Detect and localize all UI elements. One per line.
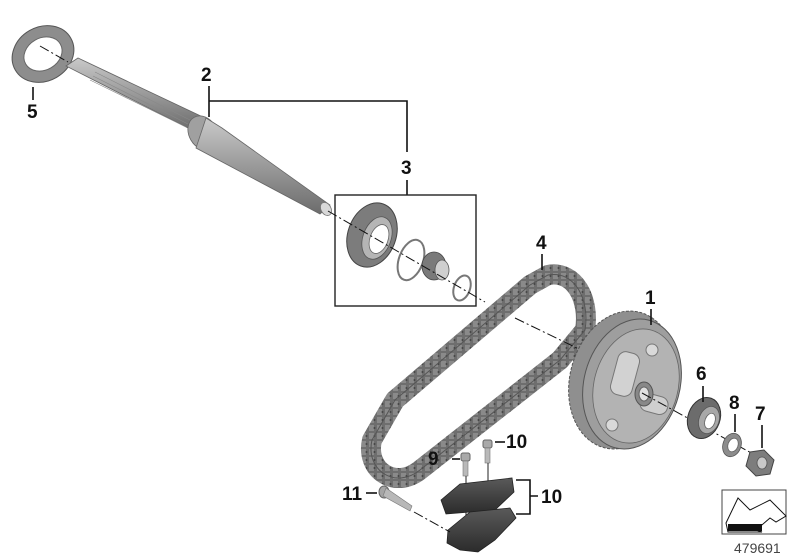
callout-8: 8 <box>729 393 740 414</box>
hub-axis-line <box>641 392 756 456</box>
part-1-sprocket-hub[interactable] <box>554 299 696 461</box>
callout-9-bracket <box>516 479 538 515</box>
part-10-screw-a[interactable] <box>460 452 471 477</box>
part-7-hex-nut[interactable] <box>745 449 775 477</box>
part-9-upper-guide[interactable] <box>440 477 515 515</box>
callout-10-a: 9 <box>428 449 439 470</box>
reference-number: 479691 <box>734 540 781 556</box>
assembly-axis-line <box>39 45 69 63</box>
sprocket-axis-line <box>514 317 586 353</box>
callout-7: 7 <box>755 404 766 425</box>
part-9-lower-guide[interactable] <box>446 507 517 553</box>
callout-5: 5 <box>27 102 38 123</box>
callout-3: 3 <box>401 158 412 179</box>
callout-4: 4 <box>536 233 547 254</box>
part-11-bolt[interactable] <box>378 485 413 512</box>
part-10-screw-b[interactable] <box>482 439 493 464</box>
part-3-ball-bearing[interactable] <box>338 196 406 274</box>
callout-9: 10 <box>541 487 562 508</box>
bolt-axis-line <box>413 511 451 533</box>
part-3-circlip-2[interactable] <box>450 273 474 303</box>
part-2-shaft[interactable] <box>65 57 334 218</box>
callout-1: 1 <box>645 288 656 309</box>
callout-11: 11 <box>342 484 363 505</box>
bearing-set-box <box>334 194 477 307</box>
reference-arrow-icon <box>721 489 787 535</box>
callout-2: 2 <box>201 65 212 86</box>
part-5-seal-ring[interactable] <box>2 15 84 94</box>
part-4-chain[interactable] <box>361 264 596 488</box>
part-3-needle-bearing[interactable] <box>421 251 450 281</box>
part-6-ball-bearing[interactable] <box>682 393 726 443</box>
callout-10-b: 10 <box>506 432 527 453</box>
callout-6: 6 <box>696 364 707 385</box>
bearing-axis-line <box>327 210 486 303</box>
callout-2-leader <box>208 86 408 152</box>
part-8-washer[interactable] <box>719 431 744 460</box>
